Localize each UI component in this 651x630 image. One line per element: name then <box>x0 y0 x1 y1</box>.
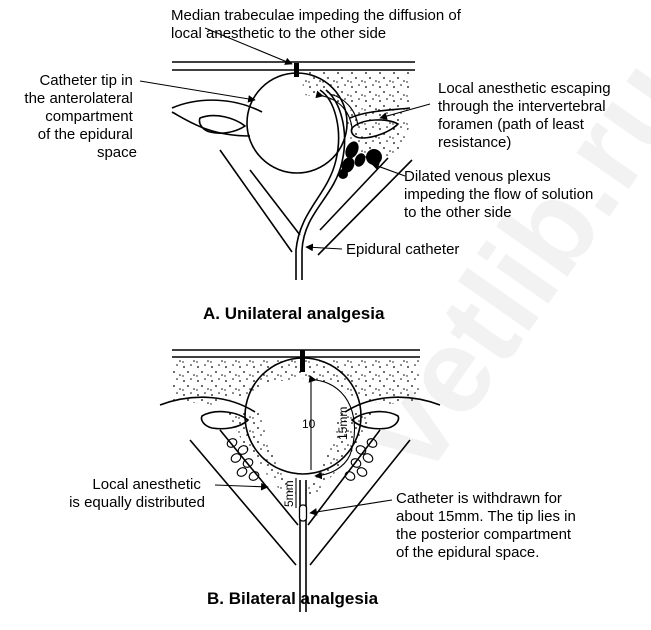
epidural-catheter-a-wall <box>302 90 345 280</box>
leader-catheter-tip <box>140 81 255 100</box>
label-epidural-catheter: Epidural catheter <box>346 241 459 258</box>
label-dimension-15mm: 15mm <box>336 407 350 440</box>
spinal-cord-a <box>247 73 347 173</box>
label-median-trabeculae: Median trabeculae impeding the diffusion… <box>171 7 465 42</box>
median-trabeculae-a <box>294 63 299 77</box>
lamina-left-node <box>199 116 245 134</box>
vein-4 <box>366 149 382 165</box>
caption-panel-a: A. Unilateral analgesia <box>203 304 385 323</box>
triangle-left-outer <box>220 150 292 252</box>
leader-equally-distributed <box>215 485 268 487</box>
label-equally-distributed: Local anesthetic is equally distributed <box>69 476 205 511</box>
label-dimension-10: 10 <box>302 417 316 431</box>
epidural-fat-right <box>300 72 410 112</box>
median-trabeculae-b <box>300 350 305 372</box>
label-dimension-5mm: 5mm <box>282 480 296 507</box>
label-catheter-tip: Catheter tip in the anterolateral compar… <box>24 72 137 161</box>
catheter-tip-b <box>300 505 307 521</box>
label-withdrawn: Catheter is withdrawn for about 15mm. Th… <box>396 490 580 561</box>
caption-panel-b: B. Bilateral analgesia <box>207 589 379 608</box>
